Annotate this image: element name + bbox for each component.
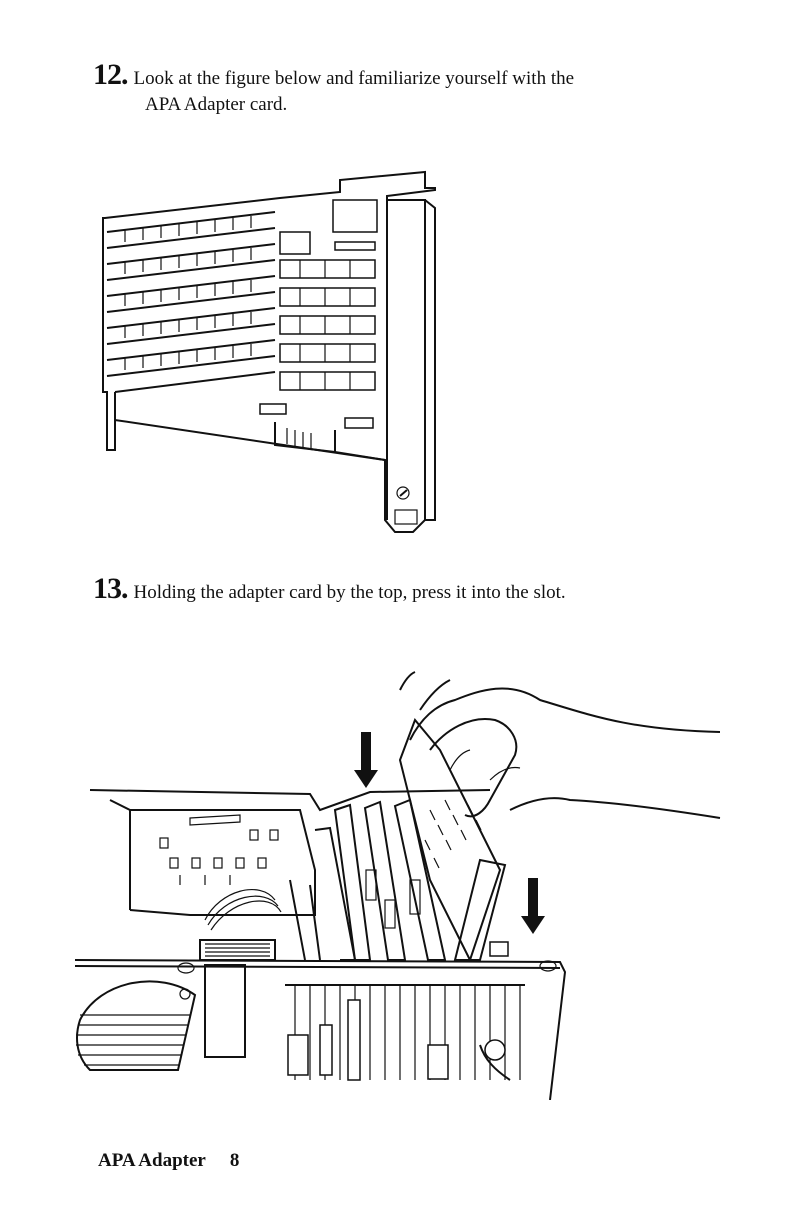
down-arrow-icon <box>521 878 545 934</box>
ribbon-cable <box>200 890 281 960</box>
page-number: 8 <box>230 1150 240 1171</box>
hand-illustration <box>400 672 720 818</box>
step-text-line1: Holding the adapter card by the top, pre… <box>134 582 566 603</box>
card-installation-figure <box>70 660 730 1100</box>
footer-title: APA Adapter <box>98 1150 206 1171</box>
step-text-line1: Look at the figure below and familiarize… <box>134 68 575 89</box>
apa-adapter-card-figure <box>95 160 445 540</box>
logic-chip-array <box>260 200 377 428</box>
fan-grille <box>76 981 195 1070</box>
step-text-line2: APA Adapter card. <box>93 92 713 118</box>
memory-chip-array <box>107 212 275 392</box>
step-12: 12.Look at the figure below and familiar… <box>93 62 713 118</box>
step-number: 13. <box>93 572 128 605</box>
step-number: 12. <box>93 58 128 91</box>
step-13: 13.Holding the adapter card by the top, … <box>93 576 733 606</box>
down-arrow-icon <box>354 732 378 788</box>
rear-expansion-slots <box>285 985 525 1080</box>
page-footer: APA Adapter 8 <box>98 1150 239 1172</box>
apa-adapter-card-inserting <box>400 720 505 960</box>
